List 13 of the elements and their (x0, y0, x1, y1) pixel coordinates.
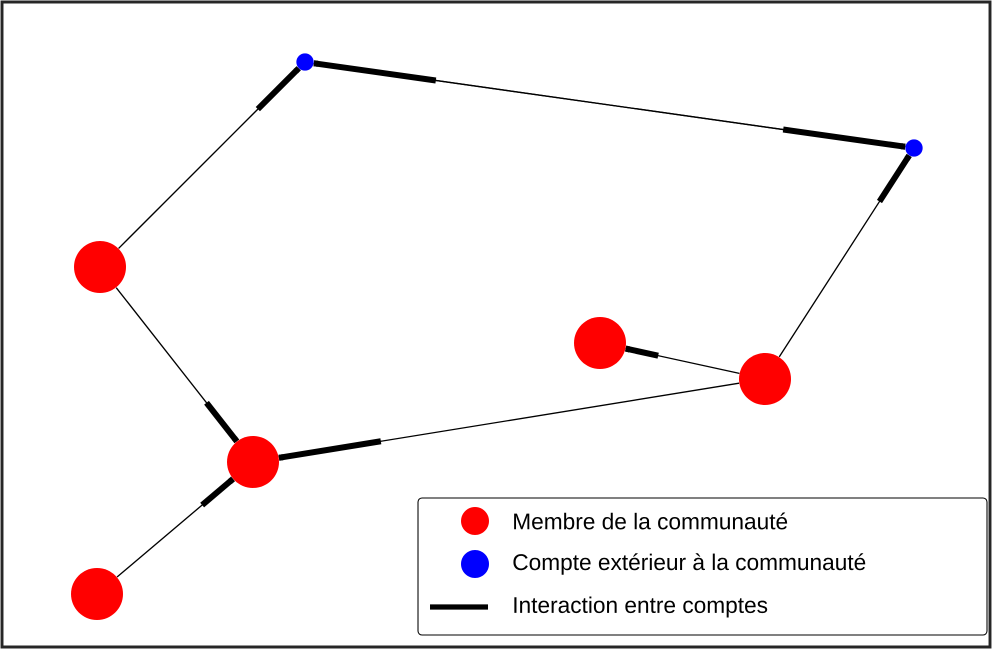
edge (625, 346, 740, 374)
graph-node (574, 317, 626, 369)
graph-node (905, 139, 923, 157)
graph-node (74, 241, 126, 293)
edge (118, 66, 301, 249)
graph-node (71, 568, 123, 620)
edge (116, 476, 235, 578)
legend-label: Interaction entre comptes (514, 596, 768, 618)
graph-node (739, 353, 791, 405)
legend-label: Compte extérieur à la communauté (513, 553, 866, 575)
graph-node (227, 436, 279, 488)
graph-node (296, 53, 314, 71)
legend-label: Membre de la communauté (514, 512, 788, 530)
